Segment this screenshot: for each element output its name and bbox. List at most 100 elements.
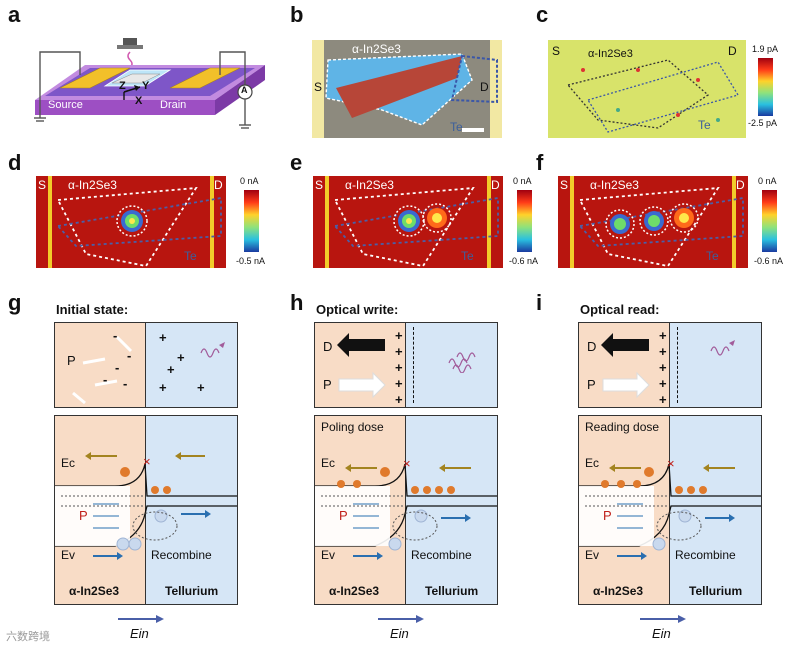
p-red-label: P <box>79 508 88 523</box>
panel-letter-g: g <box>8 290 21 316</box>
left-material-label: α-In2Se3 <box>593 584 643 598</box>
map-e-svg <box>313 176 503 268</box>
panel-g-title: Initial state: <box>56 302 128 317</box>
material-label: α-In2Se3 <box>85 114 130 126</box>
polarization-box-g: P - - - - - + + + + + <box>54 322 238 408</box>
polarization-box-h: D P ++ ++ + <box>314 322 498 408</box>
colorbar-e-min: -0.6 nA <box>509 256 538 266</box>
panel-letter-h: h <box>290 290 303 316</box>
te-label: Te <box>698 118 711 132</box>
photocurrent-map-e: S D α-In2Se3 Te <box>313 176 503 268</box>
p-field-arrow-icon <box>603 373 649 397</box>
ev-label: Ev <box>321 548 335 562</box>
panel-letter-e: e <box>290 150 302 176</box>
current-map-c: S D α-In2Se3 Te <box>548 40 746 138</box>
d-label: D <box>728 44 737 58</box>
band-diagram-h: × Poling dose Ec Ev P Recombine α-In2Se3… <box>314 415 498 605</box>
right-material-label: Tellurium <box>689 584 742 598</box>
s-label: S <box>315 178 323 192</box>
panel-i-title: Optical read: <box>580 302 659 317</box>
ein-label: Ein <box>390 626 409 641</box>
axis-y-label: Y <box>142 80 149 92</box>
ein-arrow-icon <box>640 614 686 624</box>
left-material-label: α-In2Se3 <box>69 584 119 598</box>
ec-label: Ec <box>585 456 599 470</box>
recombine-label: Recombine <box>675 548 736 562</box>
te-label: Te <box>706 249 719 263</box>
ev-label: Ev <box>61 548 75 562</box>
electron <box>120 467 130 477</box>
panel-letter-i: i <box>536 290 542 316</box>
ev-label: Ev <box>585 548 599 562</box>
colorbar-d-min: -0.5 nA <box>236 256 265 266</box>
material-label: α-In2Se3 <box>68 178 117 192</box>
optical-micrograph: α-In2Se3 S D Te <box>312 40 502 138</box>
barrier-cross-icon: × <box>143 454 151 469</box>
d-label: D <box>491 178 500 192</box>
colorbar-d-max: 0 nA <box>240 176 259 186</box>
substrate-label: SiO2 <box>108 128 132 140</box>
colorbar-c <box>758 58 773 116</box>
band-diagram-g: × Ec Ev P Recombine α-In2Se3 Tellurium <box>54 415 238 605</box>
colorbar-e <box>517 190 532 252</box>
watermark: 六数跨境 <box>6 628 50 644</box>
axis-x-label: X <box>135 95 142 107</box>
colorbar-f <box>762 190 777 252</box>
ein-label: Ein <box>652 626 671 641</box>
current-map-c-svg <box>548 40 746 138</box>
ec-label: Ec <box>61 456 75 470</box>
te-label: Te <box>461 249 474 263</box>
map-f-svg <box>558 176 748 268</box>
ein-arrow-icon <box>378 614 424 624</box>
ein-arrow-icon <box>118 614 164 624</box>
panel-letter-f: f <box>536 150 543 176</box>
random-dipoles-svg <box>55 323 145 407</box>
panel-letter-b: b <box>290 2 303 28</box>
s-label: S <box>314 80 322 94</box>
material-label: α-In2Se3 <box>590 178 639 192</box>
band-diagram-i: × Reading dose Ec Ev P Recombine α-In2Se… <box>578 415 762 605</box>
map-d-svg <box>36 176 226 268</box>
ec-label: Ec <box>321 456 335 470</box>
p-red-label: P <box>339 508 348 523</box>
ein-label: Ein <box>130 626 149 641</box>
te-label: Te <box>160 114 172 126</box>
colorbar-c-min: -2.5 pA <box>748 118 777 128</box>
d-field-arrow-icon <box>337 333 385 357</box>
colorbar-d <box>244 190 259 252</box>
panel-h-title: Optical write: <box>316 302 398 317</box>
panel-letter-d: d <box>8 150 21 176</box>
p-field-arrow-icon <box>339 373 385 397</box>
te-label: Te <box>184 249 197 263</box>
device-schematic: Z Y X A Source Drain α-In2Se3 Te SiO2 <box>20 30 275 145</box>
colorbar-c-max: 1.9 pA <box>752 44 778 54</box>
photocurrent-map-d: S D α-In2Se3 Te <box>36 176 226 268</box>
light-wave-icon <box>447 343 487 373</box>
d-label: D <box>214 178 223 192</box>
dose-label: Poling dose <box>321 420 384 434</box>
recombine-label: Recombine <box>151 548 212 562</box>
recombine-label: Recombine <box>411 548 472 562</box>
material-label: α-In2Se3 <box>345 178 394 192</box>
light-wave-icon <box>709 337 739 357</box>
optical-flake-svg <box>312 40 502 138</box>
d-label: D <box>480 80 489 94</box>
aligned-dipoles-svg <box>315 323 405 407</box>
d-label: D <box>736 178 745 192</box>
axis-z-label: Z <box>119 80 126 92</box>
te-label: Te <box>450 120 463 134</box>
d-field-arrow-icon <box>601 333 649 357</box>
p-red-label: P <box>603 508 612 523</box>
left-material-label: α-In2Se3 <box>329 584 379 598</box>
photocurrent-map-f: S D α-In2Se3 Te <box>558 176 748 268</box>
panel-letter-c: c <box>536 2 548 28</box>
right-material-label: Tellurium <box>425 584 478 598</box>
material-label: α-In2Se3 <box>352 42 401 56</box>
colorbar-f-max: 0 nA <box>758 176 777 186</box>
polarization-box-i: D P ++ ++ + <box>578 322 762 408</box>
s-label: S <box>38 178 46 192</box>
svg-text:×: × <box>403 456 411 471</box>
source-label: Source <box>48 99 83 111</box>
material-label: α-In2Se3 <box>588 48 633 60</box>
light-wave-icon <box>199 339 229 359</box>
